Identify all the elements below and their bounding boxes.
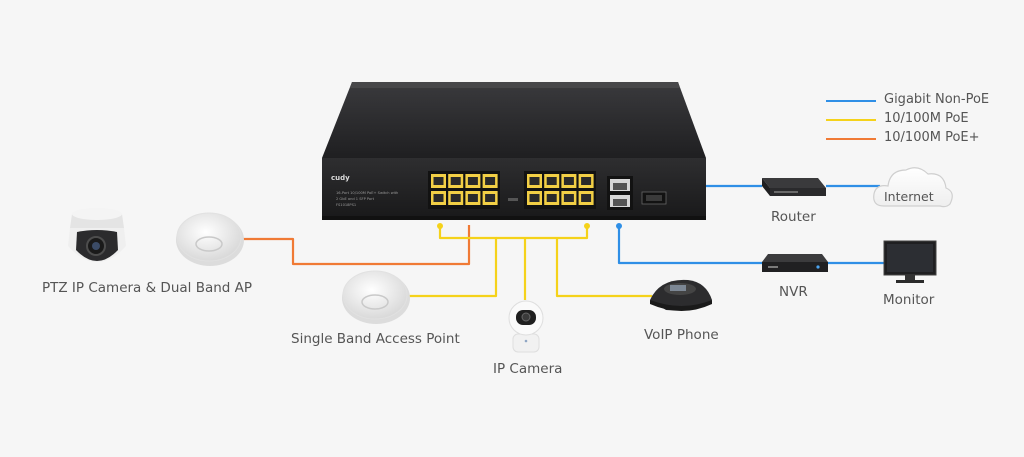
cloud-icon [873, 167, 953, 208]
nvr-icon [762, 254, 828, 272]
rj45-port-socket [467, 194, 478, 202]
switch-brand: cudy [331, 174, 350, 182]
rj45-port-socket [581, 177, 592, 185]
router-label: Router [771, 209, 816, 225]
link-poe-plus-ptz [243, 225, 471, 266]
voip-phone-icon [650, 279, 712, 311]
legend-label: 10/100M PoE [884, 111, 969, 126]
ptz-camera-label: PTZ IP Camera & Dual Band AP [42, 280, 253, 296]
rj45-port-socket [485, 177, 496, 185]
rj45-port-socket [433, 194, 444, 202]
voip-phone-label: VoIP Phone [644, 327, 719, 343]
switch-front [322, 158, 706, 216]
rj45-port-socket [563, 177, 574, 185]
rj45-port-socket [529, 177, 540, 185]
monitor-icon [883, 240, 937, 283]
legend-swatch [826, 100, 876, 102]
rj45-port-socket [581, 194, 592, 202]
legend-swatch [826, 119, 876, 121]
sfp-port [641, 191, 667, 205]
rj45-port-socket [467, 177, 478, 185]
switch-device: cudy 16-Port 10/100M PoE+ Switch with 2 … [322, 82, 706, 220]
gigabit-ports [607, 176, 633, 210]
single-ap-label: Single Band Access Point [291, 331, 460, 347]
link-gigabit-nvr [617, 226, 764, 265]
link-poe-single-ap [392, 226, 498, 298]
rj45-port-socket [450, 177, 461, 185]
ip-camera-icon [508, 300, 544, 353]
rj45-port-socket [546, 194, 557, 202]
internet-label: Internet [884, 189, 934, 204]
rj45-port-socket [485, 194, 496, 202]
link-poe-bus [496, 226, 589, 240]
dome-camera-icon [68, 208, 126, 262]
rj45-port-socket [450, 194, 461, 202]
rj45-port-socket [546, 177, 557, 185]
access-point-icon [342, 270, 410, 324]
legend-label: Gigabit Non-PoE [884, 92, 990, 107]
rj45-port-socket [563, 194, 574, 202]
ip-camera-label: IP Camera [493, 361, 563, 377]
legend-swatch [826, 138, 876, 140]
access-point-icon [176, 212, 244, 266]
switch-spec-3: FS1018PS1 [336, 203, 356, 207]
link-poe-voip [555, 238, 652, 298]
nvr-label: NVR [779, 284, 808, 300]
switch-spec-2: 2 GbE and 1 SFP Port [336, 197, 375, 201]
router-icon [762, 178, 826, 196]
switch-spec-1: 16-Port 10/100M PoE+ Switch with [336, 191, 398, 195]
port-dots [437, 223, 622, 229]
poe-port-group-right [524, 171, 596, 209]
switch-top [322, 82, 706, 158]
rj45-port-socket [433, 177, 444, 185]
rj45-port-socket [529, 194, 540, 202]
poe-port-group-left [428, 171, 500, 209]
legend-label: 10/100M PoE+ [884, 130, 980, 145]
monitor-label: Monitor [883, 292, 935, 308]
